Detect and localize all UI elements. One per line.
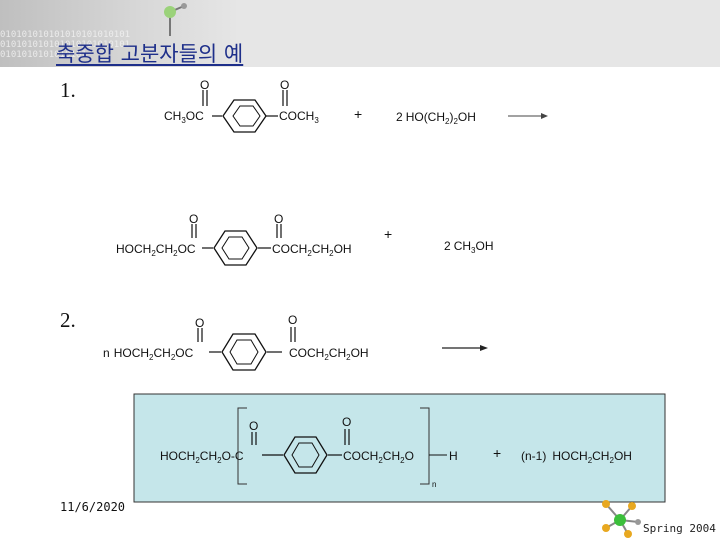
slide-title: 축중합 고분자들의 예 xyxy=(56,42,244,66)
reaction-1-product-plus: + xyxy=(384,226,392,242)
reactant1-left-group: CH3OC xyxy=(164,109,204,125)
svg-text:O: O xyxy=(195,316,204,330)
footer-date: 11/6/2020 xyxy=(60,500,126,514)
molecule-icon xyxy=(602,500,641,538)
molecule-icon-top xyxy=(164,3,187,36)
reactant1-oxygen-right: O xyxy=(280,78,289,92)
reaction-1-product-1: HOCH2CH2OC O O COCH2CH2OH xyxy=(116,212,352,266)
binary-pattern: 010101010101010101010101 010101010101010… xyxy=(0,30,131,60)
svg-text:COCH2CH2O: COCH2CH2O xyxy=(343,449,414,465)
svg-text:O: O xyxy=(249,419,258,433)
svg-text:2HO(CH2)2OH: 2HO(CH2)2OH xyxy=(396,110,476,126)
svg-text:O: O xyxy=(342,415,351,429)
svg-text:COCH2CH2OH: COCH2CH2OH xyxy=(289,346,369,362)
svg-text:COCH2CH2OH: COCH2CH2OH xyxy=(272,242,352,258)
svg-text:O: O xyxy=(288,313,297,327)
product-box xyxy=(133,393,666,503)
reaction-1-arrow xyxy=(508,113,548,119)
reactant1-oxygen-left: O xyxy=(200,78,209,92)
reaction-2-plus: + xyxy=(493,445,501,461)
header-shade xyxy=(0,0,240,67)
reaction-2-number: 2. xyxy=(60,308,76,332)
reaction-1-number: 1. xyxy=(60,78,76,102)
reactant1-right-group: COCH3 xyxy=(279,109,319,125)
reaction-1-plus: + xyxy=(354,106,362,122)
reaction-1-reactant-1: CH3OC O O COCH3 xyxy=(164,78,319,133)
svg-text:O: O xyxy=(274,212,283,226)
footer-text: Spring 2004 xyxy=(643,522,716,535)
reaction-2-product: HOCH2CH2O-C O O COCH2CH2O H n xyxy=(160,407,458,489)
svg-text:HOCH2CH2OC: HOCH2CH2OC xyxy=(116,242,196,258)
svg-text:H: H xyxy=(449,449,458,463)
reaction-2-byproduct: (n-1)HOCH2CH2OH xyxy=(521,449,632,465)
svg-text:n: n xyxy=(432,480,436,489)
svg-text:O: O xyxy=(189,212,198,226)
reaction-2-arrow xyxy=(442,345,488,351)
svg-text:HOCH2CH2O-C: HOCH2CH2O-C xyxy=(160,449,244,465)
